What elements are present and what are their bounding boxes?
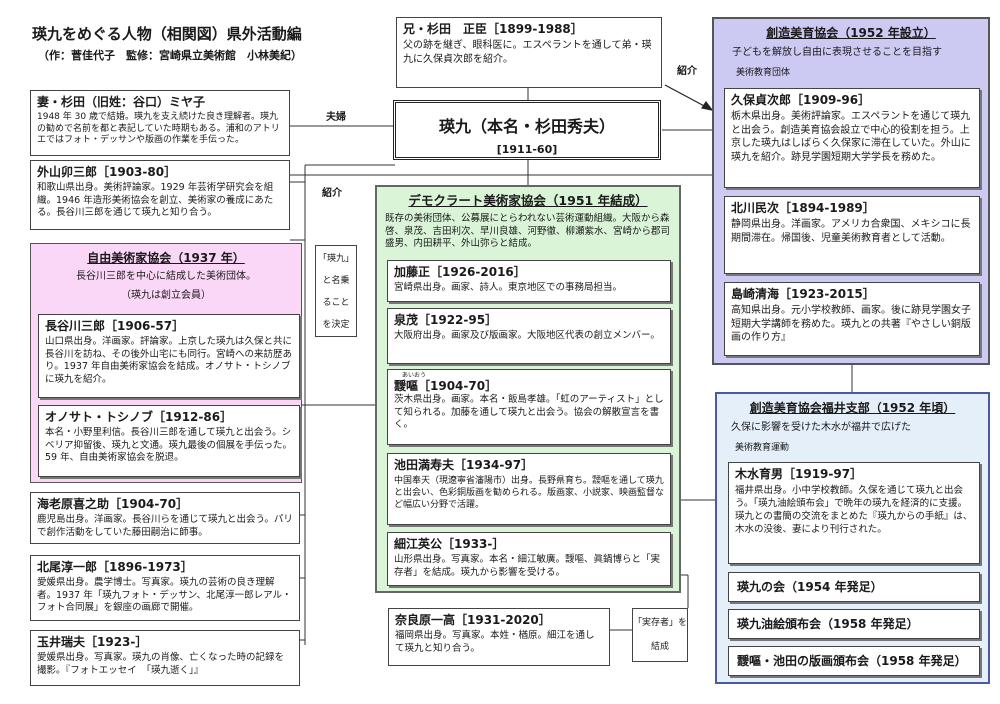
member-desc: 福井県出身。小中学校教師。久保を通じて瑛九と出会う。「瑛九油絵頒布会」で晩年の瑛… <box>735 485 973 535</box>
center-name: 瑛九（本名・杉田秀夫） <box>438 117 615 136</box>
jitsuzonsha-line: 「実存者」を <box>633 618 688 628</box>
souzou-member: 島崎清海［1923-2015］ 高知県出身。元小学校教師、画家。後に跡見学園女子… <box>724 282 980 356</box>
souzou-member: 久保貞次郎［1909-96］ 栃木県出身。美術評論家。エスペラントを通じて瑛九と… <box>724 88 980 188</box>
sotoyama-box: 外山卯三郎［1903-80］ 和歌山県出身。美術評論家。1929 年芸術学研究会… <box>30 160 290 230</box>
jitsuzonsha-line: 結成 <box>650 642 669 652</box>
nara-box: 奈良原一高［1931-2020］ 福岡県出身。写真家。本姓・楢原。細江を通して瑛… <box>388 608 610 666</box>
democrat-member: 池田満寿夫［1934-97］ 中国奉天（現遼寧省瀋陽市）出身。長野県育ち。靉嘔を… <box>387 453 671 525</box>
person-name: 玉井瑞夫［1923-］ <box>37 635 148 649</box>
naming-label-box: 「瑛九」 と名乗 ること を決定 <box>315 245 357 337</box>
fukui-event: 瑛九の会（1954 年発足） <box>728 572 980 602</box>
center-box: 瑛九（本名・杉田秀夫） [1911-60] <box>393 100 661 160</box>
member-desc: 中国奉天（現遼寧省瀋陽市）出身。長野県育ち。靉嘔を通して瑛九と出会い、色彩銅版画… <box>394 476 665 510</box>
member-name: 細江英公［1933-］ <box>394 537 505 551</box>
jiyu-member: 長谷川三郎［1906-57］ 山口県出身。洋画家。評論家。上京した瑛九は久保と共… <box>38 314 300 398</box>
person-box: 北尾淳一郎［1896-1973］ 愛媛県出身。農学博士。写真家。瑛九の芸術の良き… <box>30 555 300 621</box>
person-box: 海老原喜之助［1904-70］ 鹿児島出身。洋画家。長谷川らを通じて瑛九と出会う… <box>30 492 300 544</box>
center-years: [1911-60] <box>496 143 558 156</box>
person-name: 海老原喜之助［1904-70］ <box>37 497 189 511</box>
page-title-block: 瑛九をめぐる人物（相関図）県外活動編 （作：菅佳代子 監修：宮崎県立美術館 小林… <box>32 24 362 64</box>
member-name: 池田満寿夫［1934-97］ <box>394 458 534 472</box>
member-name: 久保貞次郎［1909-96］ <box>731 93 871 107</box>
naming-line: と名乗 <box>322 276 350 286</box>
nara-desc: 福岡県出身。写真家。本姓・楢原。細江を通して瑛九と知り合う。 <box>395 630 595 654</box>
page-title: 瑛九をめぐる人物（相関図）県外活動編 <box>32 25 302 43</box>
person-box: 玉井瑞夫［1923-］ 愛媛県出身。写真家。瑛九の肖像、亡くなった時の記録を撮影… <box>30 630 300 686</box>
member-desc: 静岡県出身。洋画家。アメリカ合衆国、メキシコに長期間滞在。帰国後、児童美術教育者… <box>731 219 971 244</box>
naming-line: を決定 <box>322 320 350 330</box>
member-desc: 宮崎県出身。画家、詩人。東京地区での事務局担当。 <box>394 282 623 293</box>
label-fuufu: 夫婦 <box>326 112 346 123</box>
wife-box: 妻・杉田（旧姓：谷口）ミヤ子 1948 年 30 歳で結婚。瑛九を支え続けた良き… <box>30 90 290 156</box>
democrat-title: デモクラート美術家協会（1951 年結成） <box>408 193 648 208</box>
jiyu-sub: 長谷川三郎を中心に結成した美術団体。 <box>76 271 256 282</box>
fukui-event: 靉嘔・池田の版画頒布会（1958 年発足） <box>728 646 980 676</box>
member-name: 泉茂［1922-95］ <box>394 313 498 327</box>
member-name: 北川民次［1894-1989］ <box>731 201 875 215</box>
member-ruby: あいおう <box>402 372 427 379</box>
democrat-member: あいおう 靉嘔［1904-70］ 茨木県出身。画家。本名・飯島孝雄。「虹のアーテ… <box>387 369 671 445</box>
brother-box: 兄・杉田 正臣［1899-1988］ 父の跡を継ぎ、眼科医に。エスペラントを通し… <box>396 17 662 88</box>
label-shoukai-left: 紹介 <box>322 188 342 199</box>
sotoyama-name: 外山卯三郎［1903-80］ <box>37 165 177 179</box>
jiyu-note: （瑛九は創立会員） <box>121 290 211 301</box>
souzou-member: 北川民次［1894-1989］ 静岡県出身。洋画家。アメリカ合衆国、メキシコに長… <box>724 196 980 274</box>
fukui-title: 創造美育協会福井支部（1952 年頃） <box>749 401 956 415</box>
naming-line: 「瑛九」 <box>317 254 354 264</box>
person-desc: 愛媛県出身。写真家。瑛九の肖像、亡くなった時の記録を撮影。『フォトエッセイ 「瑛… <box>37 652 285 676</box>
souzou-title: 創造美育協会（1952 年設立） <box>766 26 936 40</box>
member-desc: 大阪府出身。画家及び版画家。大阪地区代表の創立メンバー。 <box>394 330 660 341</box>
wife-desc: 1948 年 30 歳で結婚。瑛九を支え続けた良き理解者。瑛九の勧めで名前を都と… <box>37 112 280 145</box>
fukui-sub: 久保に影響を受けた木水が福井で広げた <box>731 422 911 433</box>
democrat-member: 細江英公［1933-］ 山形県出身。写真家。本名・細江敏廣。靉嘔、眞鍋博らと「実… <box>387 532 671 586</box>
fukui-member: 木水育男［1919-97］ 福井県出身。小中学校教師。久保を通じて瑛九と出会う。… <box>728 462 980 564</box>
democrat-member: 泉茂［1922-95］ 大阪府出身。画家及び版画家。大阪地区代表の創立メンバー。 <box>387 308 671 364</box>
democrat-sub: 既存の美術団体、公募展にとらわれない芸術運動組織。大阪から森啓、泉茂、吉田利次、… <box>385 213 671 249</box>
member-desc: 栃木県出身。美術評論家。エスペラントを通じて瑛九と出会う。創造美育協会設立で中心… <box>731 111 971 163</box>
member-desc: 山口県出身。洋画家。評論家。上京した瑛九は久保と共に長谷川を訪ね、その後外山宅に… <box>45 336 293 385</box>
event-name: 瑛九油絵頒布会（1958 年発足） <box>737 617 919 631</box>
event-name: 瑛九の会（1954 年発足） <box>737 580 883 594</box>
member-name: 長谷川三郎［1906-57］ <box>45 319 185 333</box>
person-desc: 愛媛県出身。農学博士。写真家。瑛九の芸術の良き理解者。1937 年「瑛九フォト・… <box>37 577 292 613</box>
member-desc: 茨木県出身。画家。本名・飯島孝雄。「虹のアーティスト」として知られる。加藤を通し… <box>394 394 664 430</box>
souzou-sub2: 美術教育団体 <box>736 68 791 78</box>
member-name: オノサト・トシノブ［1912-86］ <box>45 410 233 424</box>
person-name: 北尾淳一郎［1896-1973］ <box>37 560 193 574</box>
sotoyama-desc: 和歌山県出身。美術評論家。1929 年芸術学研究会を組織。1946 年造形美術協… <box>37 182 274 218</box>
naming-line: ること <box>322 298 350 308</box>
page-credit: （作：菅佳代子 監修：宮崎県立美術館 小林美紀） <box>38 49 302 62</box>
nara-name: 奈良原一高［1931-2020］ <box>395 613 551 627</box>
label-shoukai-right: 紹介 <box>677 66 697 77</box>
member-name: 木水育男［1919-97］ <box>735 467 863 481</box>
jiyu-member: オノサト・トシノブ［1912-86］ 本名・小野里利信。長谷川三郎を通して瑛九と… <box>38 405 300 477</box>
wife-name: 妻・杉田（旧姓：谷口）ミヤ子 <box>37 95 206 109</box>
member-name: 加藤正［1926-2016］ <box>394 265 526 279</box>
fukui-event: 瑛九油絵頒布会（1958 年発足） <box>728 609 980 639</box>
member-desc: 山形県出身。写真家。本名・細江敏廣。靉嘔、眞鍋博らと「実存者」を結成。瑛九から影… <box>394 554 661 578</box>
person-desc: 鹿児島出身。洋画家。長谷川らを通じて瑛九と出会う。パリで創作活動をしていた藤田嗣… <box>37 514 293 538</box>
democrat-member: 加藤正［1926-2016］ 宮崎県出身。画家、詩人。東京地区での事務局担当。 <box>387 260 671 302</box>
jitsuzonsha-label-box: 「実存者」を 結成 <box>632 608 688 662</box>
member-desc: 本名・小野里利信。長谷川三郎を通して瑛九と出会う。シベリア抑留後、瑛九と文通。瑛… <box>45 427 293 463</box>
brother-desc: 父の跡を継ぎ、眼科医に。エスペラントを通して弟・瑛九に久保貞次郎を紹介。 <box>403 40 652 65</box>
souzou-sub: 子どもを解放し自由に表現させることを目指す <box>732 47 942 58</box>
member-desc: 高知県出身。元小学校教師、画家。後に跡見学園女子短期大学講師を務めた。瑛九との共… <box>731 305 971 343</box>
fukui-sub2: 美術教育運動 <box>735 443 790 453</box>
brother-name: 兄・杉田 正臣［1899-1988］ <box>403 22 583 36</box>
event-name: 靉嘔・池田の版画頒布会（1958 年発足） <box>737 654 967 668</box>
member-name: 島崎清海［1923-2015］ <box>731 287 875 301</box>
member-name: 靉嘔［1904-70］ <box>394 379 498 393</box>
jiyu-title: 自由美術家協会（1937 年） <box>87 251 245 265</box>
